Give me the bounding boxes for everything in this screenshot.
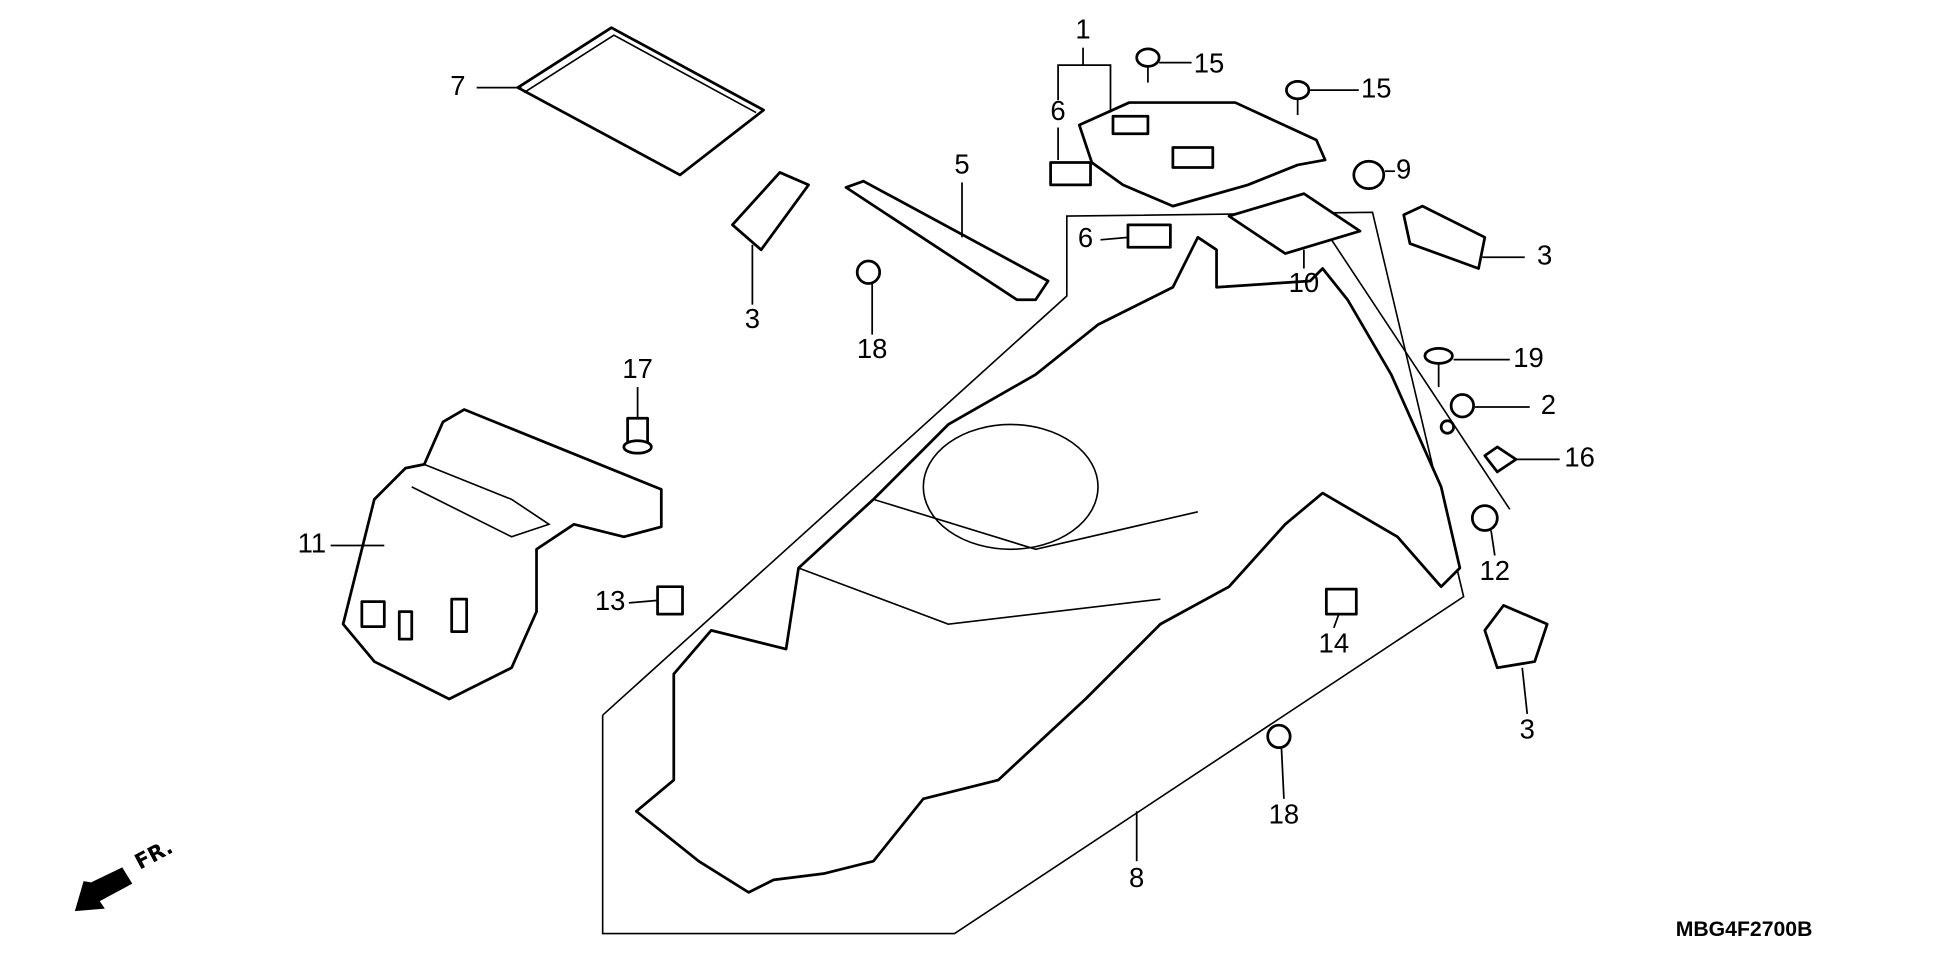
- callout-17: 17: [622, 353, 653, 384]
- part-19-bolt: [1423, 346, 1454, 388]
- part-11-housing: [341, 408, 663, 701]
- part-3-reflector: [731, 171, 810, 252]
- front-label: FR.: [131, 835, 177, 876]
- callout-6: 6: [1050, 95, 1065, 126]
- callout-11: 11: [298, 528, 326, 559]
- leader-lines: [330, 47, 1560, 862]
- part-8-rear-fender: [634, 235, 1462, 894]
- part-9-grommet: [1352, 159, 1386, 191]
- part-15-clip: [1285, 79, 1311, 116]
- arrow-left-down-icon: [74, 867, 133, 912]
- part-7-tool-bag: [516, 26, 765, 177]
- assembly-outline-edge: [1304, 199, 1511, 510]
- callout-12: 12: [1480, 555, 1511, 586]
- part-18-nut: [855, 259, 882, 285]
- front-direction-arrow: FR.: [74, 835, 177, 912]
- callout-3: 3: [745, 303, 760, 334]
- callout-14: 14: [1319, 628, 1350, 659]
- part-14-nut: [1324, 587, 1358, 616]
- part-17-bolt: [622, 416, 653, 455]
- callout-3: 3: [1537, 240, 1552, 271]
- callout-19: 19: [1513, 342, 1544, 373]
- callout-15: 15: [1361, 72, 1392, 103]
- part-13-clip: [656, 585, 684, 616]
- drawing-code: MBG4F2700B: [1676, 918, 1813, 941]
- part-18-nut: [1266, 723, 1292, 750]
- callout-3: 3: [1520, 714, 1535, 745]
- part-15-clip: [1135, 47, 1161, 83]
- callout-18: 18: [1269, 799, 1300, 830]
- callout-18: 18: [857, 333, 888, 364]
- part-3-reflector: [1483, 604, 1549, 670]
- part-10-pad: [1227, 192, 1362, 255]
- callout-1: 1: [1075, 14, 1090, 45]
- callout-13: 13: [595, 585, 626, 616]
- part-2-clamp: [1439, 393, 1475, 435]
- part-6-cushion: [1126, 223, 1172, 249]
- part-16-nut: [1483, 445, 1518, 474]
- assembly-outline: [601, 211, 1465, 935]
- callout-8: 8: [1129, 862, 1144, 893]
- part-6-cushion: [1049, 161, 1092, 187]
- part-3-reflector: [1402, 204, 1487, 270]
- callout-5: 5: [954, 148, 969, 179]
- callout-10: 10: [1289, 267, 1320, 298]
- callout-2: 2: [1541, 389, 1556, 420]
- part-12-nut: [1470, 504, 1499, 532]
- callout-9: 9: [1396, 153, 1411, 184]
- callout-7: 7: [450, 70, 465, 101]
- callout-15: 15: [1194, 47, 1225, 78]
- part-1-cover: [1077, 101, 1327, 208]
- callout-16: 16: [1564, 442, 1595, 473]
- part-5-seal: [844, 179, 1050, 302]
- callout-6: 6: [1078, 222, 1093, 253]
